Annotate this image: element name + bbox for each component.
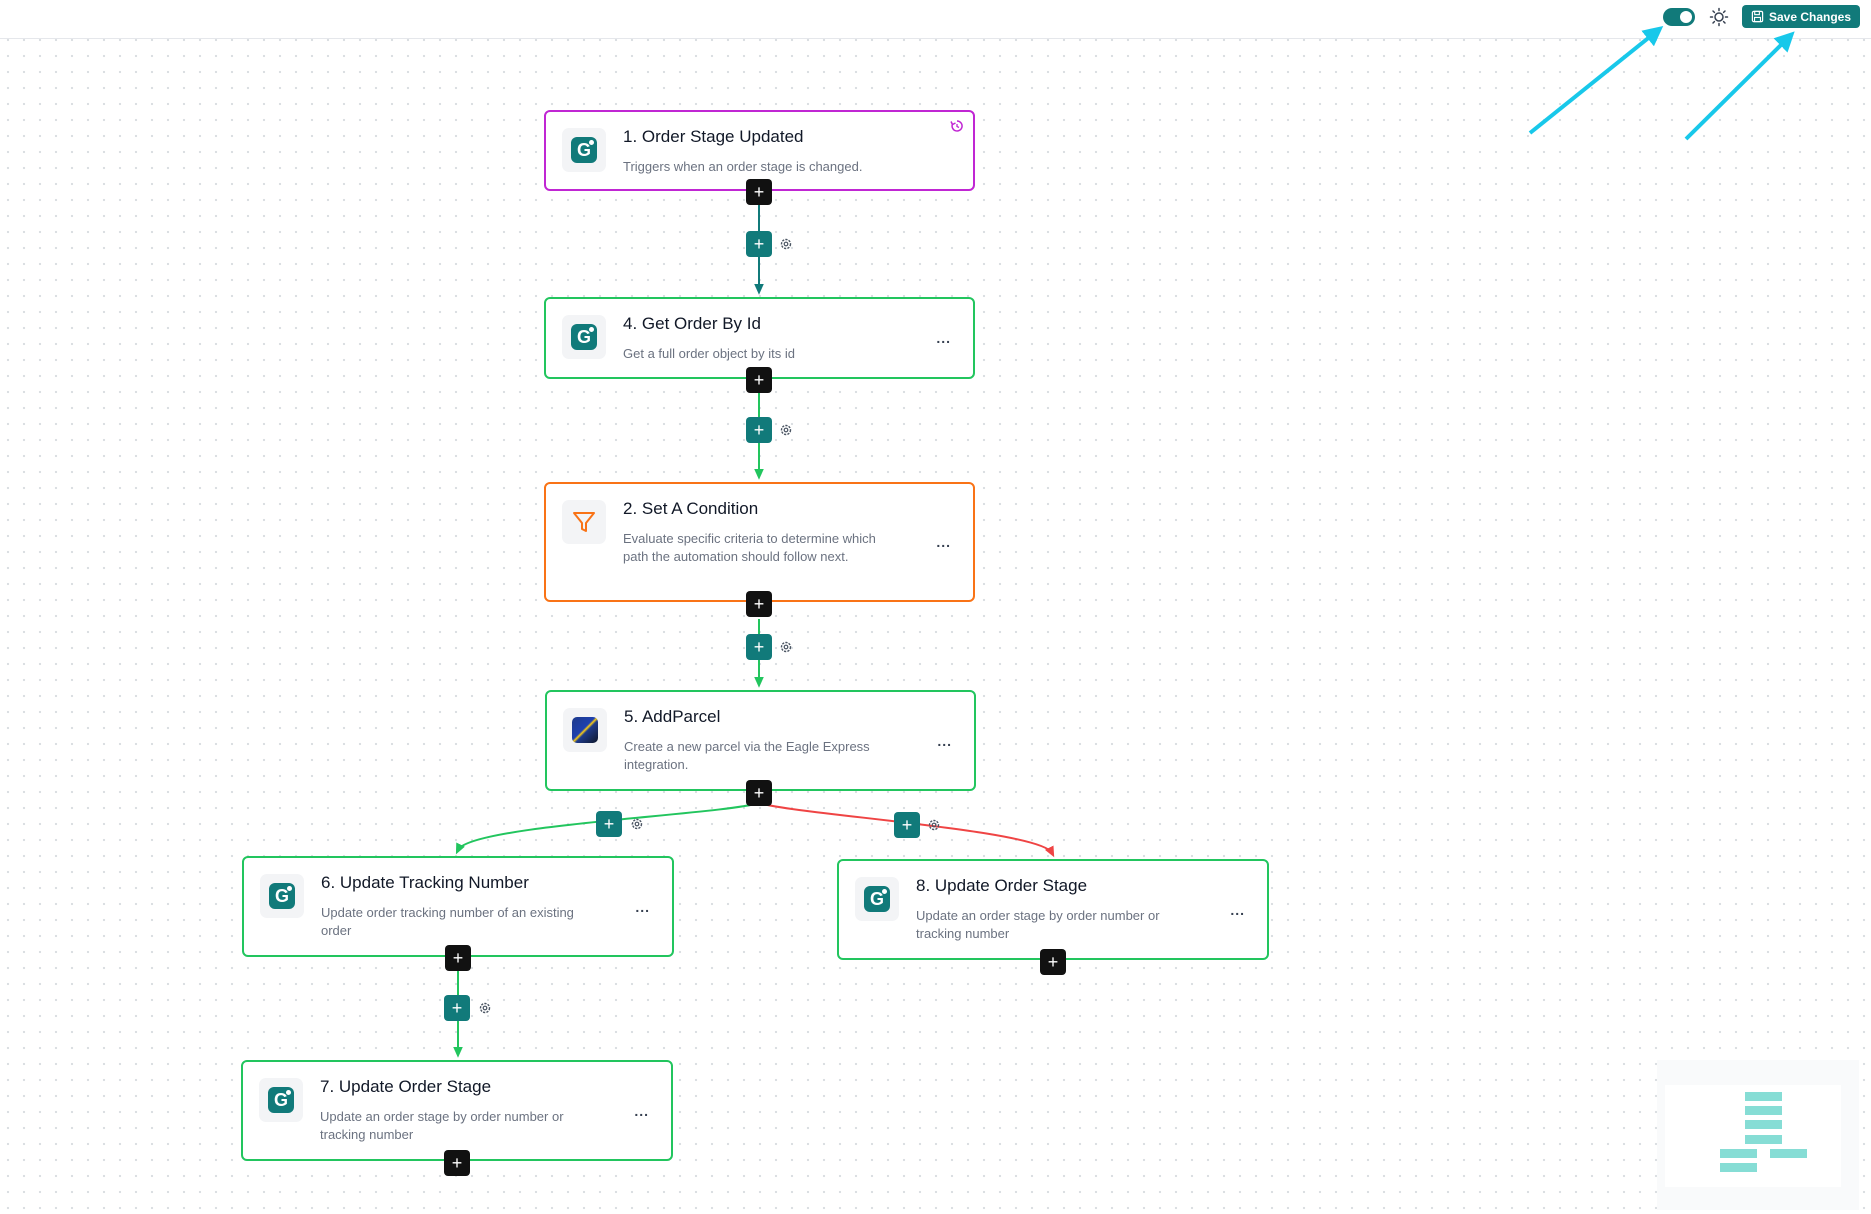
add-step-button[interactable]: + (444, 1150, 470, 1176)
node-description: Triggers when an order stage is changed. (623, 159, 863, 174)
trigger-icon (950, 120, 963, 132)
workflow-node-condition[interactable]: 2. Set A Condition Evaluate specific cri… (544, 482, 975, 602)
node-icon-box (563, 708, 607, 752)
gear-icon[interactable] (478, 1001, 492, 1015)
annotation-arrow-toggle (1528, 25, 1664, 135)
save-changes-label: Save Changes (1768, 9, 1852, 24)
g-logo-icon: G (268, 1087, 294, 1113)
save-changes-button[interactable]: Save Changes (1742, 5, 1860, 28)
node-title: 7. Update Order Stage (320, 1077, 492, 1096)
node-icon-box: G (260, 874, 304, 918)
g-logo-icon: G (269, 883, 295, 909)
annotation-arrow-save (1684, 31, 1795, 141)
workflow-node-update-order-stage[interactable]: G 7. Update Order Stage Update an order … (241, 1060, 673, 1161)
node-icon-box: G (855, 877, 899, 921)
gear-icon[interactable] (779, 237, 793, 251)
g-logo-icon: G (571, 324, 597, 350)
workflow-node-update-order-stage-false[interactable]: G 8. Update Order Stage Update an order … (837, 859, 1269, 960)
toggle-knob (1680, 11, 1692, 23)
minimap-node (1745, 1120, 1782, 1129)
add-step-button[interactable]: + (1040, 949, 1066, 975)
automation-active-toggle[interactable] (1663, 8, 1695, 26)
workflow-node-trigger[interactable]: G 1. Order Stage Updated Triggers when a… (544, 110, 975, 191)
more-options-icon[interactable]: ... (1230, 901, 1245, 918)
node-title: 8. Update Order Stage (916, 876, 1088, 895)
node-description: Get a full order object by its id (623, 346, 795, 361)
workflow-node-get-order[interactable]: G 4. Get Order By Id Get a full order ob… (544, 297, 975, 379)
add-step-button[interactable]: + (746, 780, 772, 806)
minimap-node (1745, 1106, 1782, 1115)
minimap-node (1745, 1135, 1782, 1144)
minimap-node (1770, 1149, 1807, 1158)
minimap-viewport (1665, 1085, 1841, 1187)
more-options-icon[interactable]: ... (936, 534, 951, 550)
insert-step-button[interactable]: + (746, 417, 772, 443)
minimap-node (1720, 1163, 1757, 1172)
gear-icon[interactable] (630, 817, 644, 831)
minimap-node (1720, 1149, 1757, 1158)
top-toolbar: Save Changes (0, 0, 1871, 39)
node-description: Update an order stage by order number or… (320, 1109, 564, 1142)
add-step-button[interactable]: + (746, 591, 772, 617)
insert-step-button-true-branch[interactable]: + (596, 811, 622, 837)
gear-icon[interactable] (779, 640, 793, 654)
node-title: 5. AddParcel (624, 707, 721, 726)
insert-step-button[interactable]: + (444, 995, 470, 1021)
save-icon (1751, 10, 1764, 23)
more-options-icon[interactable]: ... (936, 330, 951, 346)
eagle-express-icon (572, 717, 598, 743)
node-title: 2. Set A Condition (623, 499, 759, 518)
insert-step-button-false-branch[interactable]: + (894, 812, 920, 838)
gear-icon[interactable] (779, 423, 793, 437)
minimap[interactable] (1657, 1060, 1859, 1210)
add-step-button[interactable]: + (445, 945, 471, 971)
node-description: Evaluate specific criteria to determine … (623, 531, 876, 564)
g-logo-icon: G (571, 137, 597, 163)
g-logo-icon: G (864, 886, 890, 912)
more-options-icon[interactable]: ... (937, 732, 952, 749)
add-step-button[interactable]: + (746, 367, 772, 393)
workflow-node-add-parcel[interactable]: 5. AddParcel Create a new parcel via the… (545, 690, 976, 791)
more-options-icon[interactable]: ... (635, 898, 650, 915)
node-title: 6. Update Tracking Number (321, 873, 529, 892)
workflow-node-update-tracking[interactable]: G 6. Update Tracking Number Update order… (242, 856, 674, 957)
node-description: Create a new parcel via the Eagle Expres… (624, 739, 870, 772)
node-title: 1. Order Stage Updated (623, 127, 804, 146)
node-icon-box: G (259, 1078, 303, 1122)
add-step-button[interactable]: + (746, 179, 772, 205)
node-title: 4. Get Order By Id (623, 314, 761, 333)
insert-step-button[interactable]: + (746, 231, 772, 257)
node-description: Update an order stage by order number or… (916, 908, 1160, 941)
node-icon-box: G (562, 128, 606, 172)
node-icon-box (562, 500, 606, 544)
node-icon-box: G (562, 315, 606, 359)
minimap-node (1745, 1092, 1782, 1101)
gear-icon[interactable] (927, 818, 941, 832)
node-description: Update order tracking number of an exist… (321, 905, 574, 938)
filter-icon (573, 512, 595, 532)
sun-icon (1709, 7, 1729, 27)
more-options-icon[interactable]: ... (634, 1102, 649, 1119)
theme-toggle-button[interactable] (1708, 6, 1730, 28)
insert-step-button[interactable]: + (746, 634, 772, 660)
